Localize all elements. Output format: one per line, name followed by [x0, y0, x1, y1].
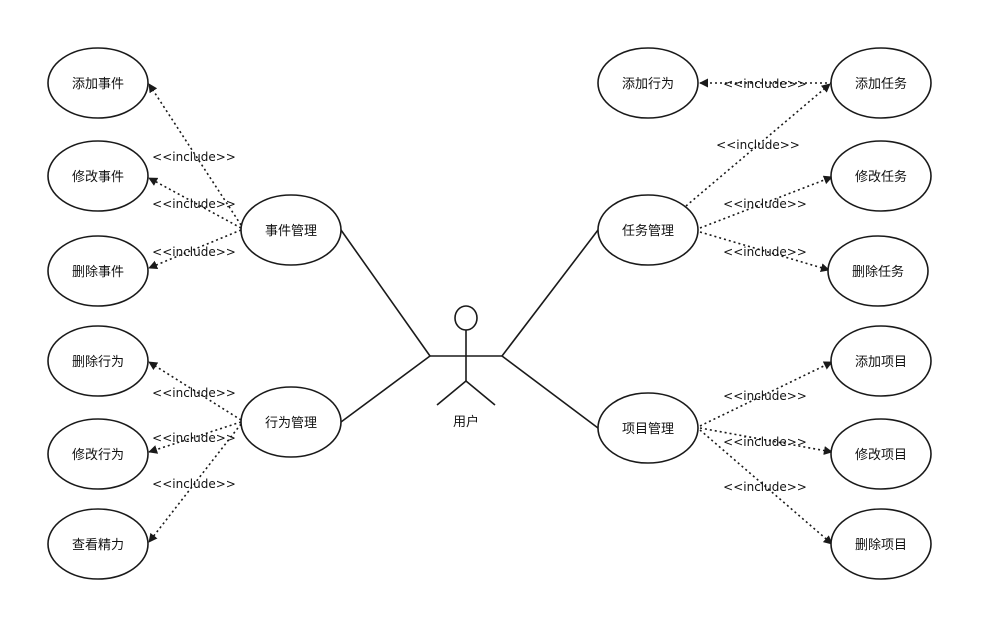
include-edit-behavior — [148, 421, 242, 454]
use-case-delete-event[interactable]: 删除事件 — [47, 235, 149, 307]
association-project-mgmt — [501, 355, 599, 429]
include-add-event — [148, 83, 242, 226]
use-case-label: 删除项目 — [855, 538, 907, 553]
use-case-delete-task[interactable]: 删除任务 — [827, 235, 929, 307]
actor-left-leg — [436, 380, 467, 406]
include-edit-task — [699, 175, 833, 229]
include-label: <<include>> — [152, 245, 236, 259]
include-label: <<include>> — [723, 197, 807, 211]
association-task-mgmt — [501, 229, 599, 357]
use-case-behavior-mgmt[interactable]: 行为管理 — [240, 386, 342, 458]
use-case-edit-behavior[interactable]: 修改行为 — [47, 418, 149, 490]
use-case-add-task[interactable]: 添加任务 — [830, 47, 932, 119]
actor-label: 用户 — [453, 414, 479, 430]
use-case-label: 修改任务 — [855, 169, 907, 185]
include-edit-project — [699, 427, 833, 455]
use-case-view-energy[interactable]: 查看精力 — [47, 508, 149, 580]
use-case-add-behavior[interactable]: 添加行为 — [597, 47, 699, 119]
use-case-label: 修改事件 — [72, 170, 124, 185]
use-case-label: 行为管理 — [265, 416, 317, 431]
use-case-label: 事件管理 — [265, 224, 317, 239]
association-event-mgmt — [340, 229, 431, 357]
include-label: <<include>> — [152, 477, 236, 491]
use-case-project-mgmt[interactable]: 项目管理 — [597, 392, 699, 464]
use-case-label: 删除事件 — [72, 265, 124, 280]
use-case-label: 修改项目 — [855, 448, 907, 463]
use-case-label: 添加任务 — [855, 76, 907, 92]
include-delete-project — [699, 429, 833, 545]
use-case-label: 修改行为 — [72, 448, 124, 463]
include-label: <<include>> — [152, 150, 236, 164]
include-delete-event — [148, 229, 242, 270]
include-label: <<include>> — [723, 77, 807, 91]
use-case-label: 添加事件 — [72, 77, 124, 92]
include-label: <<include>> — [152, 386, 236, 400]
use-case-label: 添加项目 — [855, 355, 907, 370]
use-case-edit-task[interactable]: 修改任务 — [830, 140, 932, 212]
association-behavior-mgmt — [340, 355, 431, 423]
use-case-delete-project[interactable]: 删除项目 — [830, 508, 932, 580]
use-case-label: 任务管理 — [622, 223, 674, 239]
use-case-label: 删除行为 — [72, 355, 124, 370]
use-case-edit-event[interactable]: 修改事件 — [47, 140, 149, 212]
actor-head — [454, 305, 478, 331]
use-case-event-mgmt[interactable]: 事件管理 — [240, 194, 342, 266]
use-case-delete-behavior[interactable]: 删除行为 — [47, 325, 149, 397]
include-label: <<include>> — [723, 245, 807, 259]
include-label: <<include>> — [723, 435, 807, 449]
use-case-task-mgmt[interactable]: 任务管理 — [597, 194, 699, 266]
include-add-task — [685, 83, 831, 207]
include-label: <<include>> — [152, 431, 236, 445]
include-label: <<include>> — [716, 138, 800, 152]
actor-right-leg — [465, 380, 496, 406]
include-delete-behavior — [148, 361, 242, 421]
include-label: <<include>> — [723, 480, 807, 494]
use-case-add-event[interactable]: 添加事件 — [47, 47, 149, 119]
use-case-edit-project[interactable]: 修改项目 — [830, 418, 932, 490]
include-label: <<include>> — [152, 197, 236, 211]
actor-user: 用户 — [430, 305, 502, 430]
use-case-label: 添加行为 — [622, 77, 674, 92]
use-case-label: 删除任务 — [852, 264, 904, 280]
use-case-label: 项目管理 — [622, 422, 674, 437]
include-label: <<include>> — [723, 389, 807, 403]
use-case-add-project[interactable]: 添加项目 — [830, 325, 932, 397]
use-case-label: 查看精力 — [72, 537, 124, 553]
